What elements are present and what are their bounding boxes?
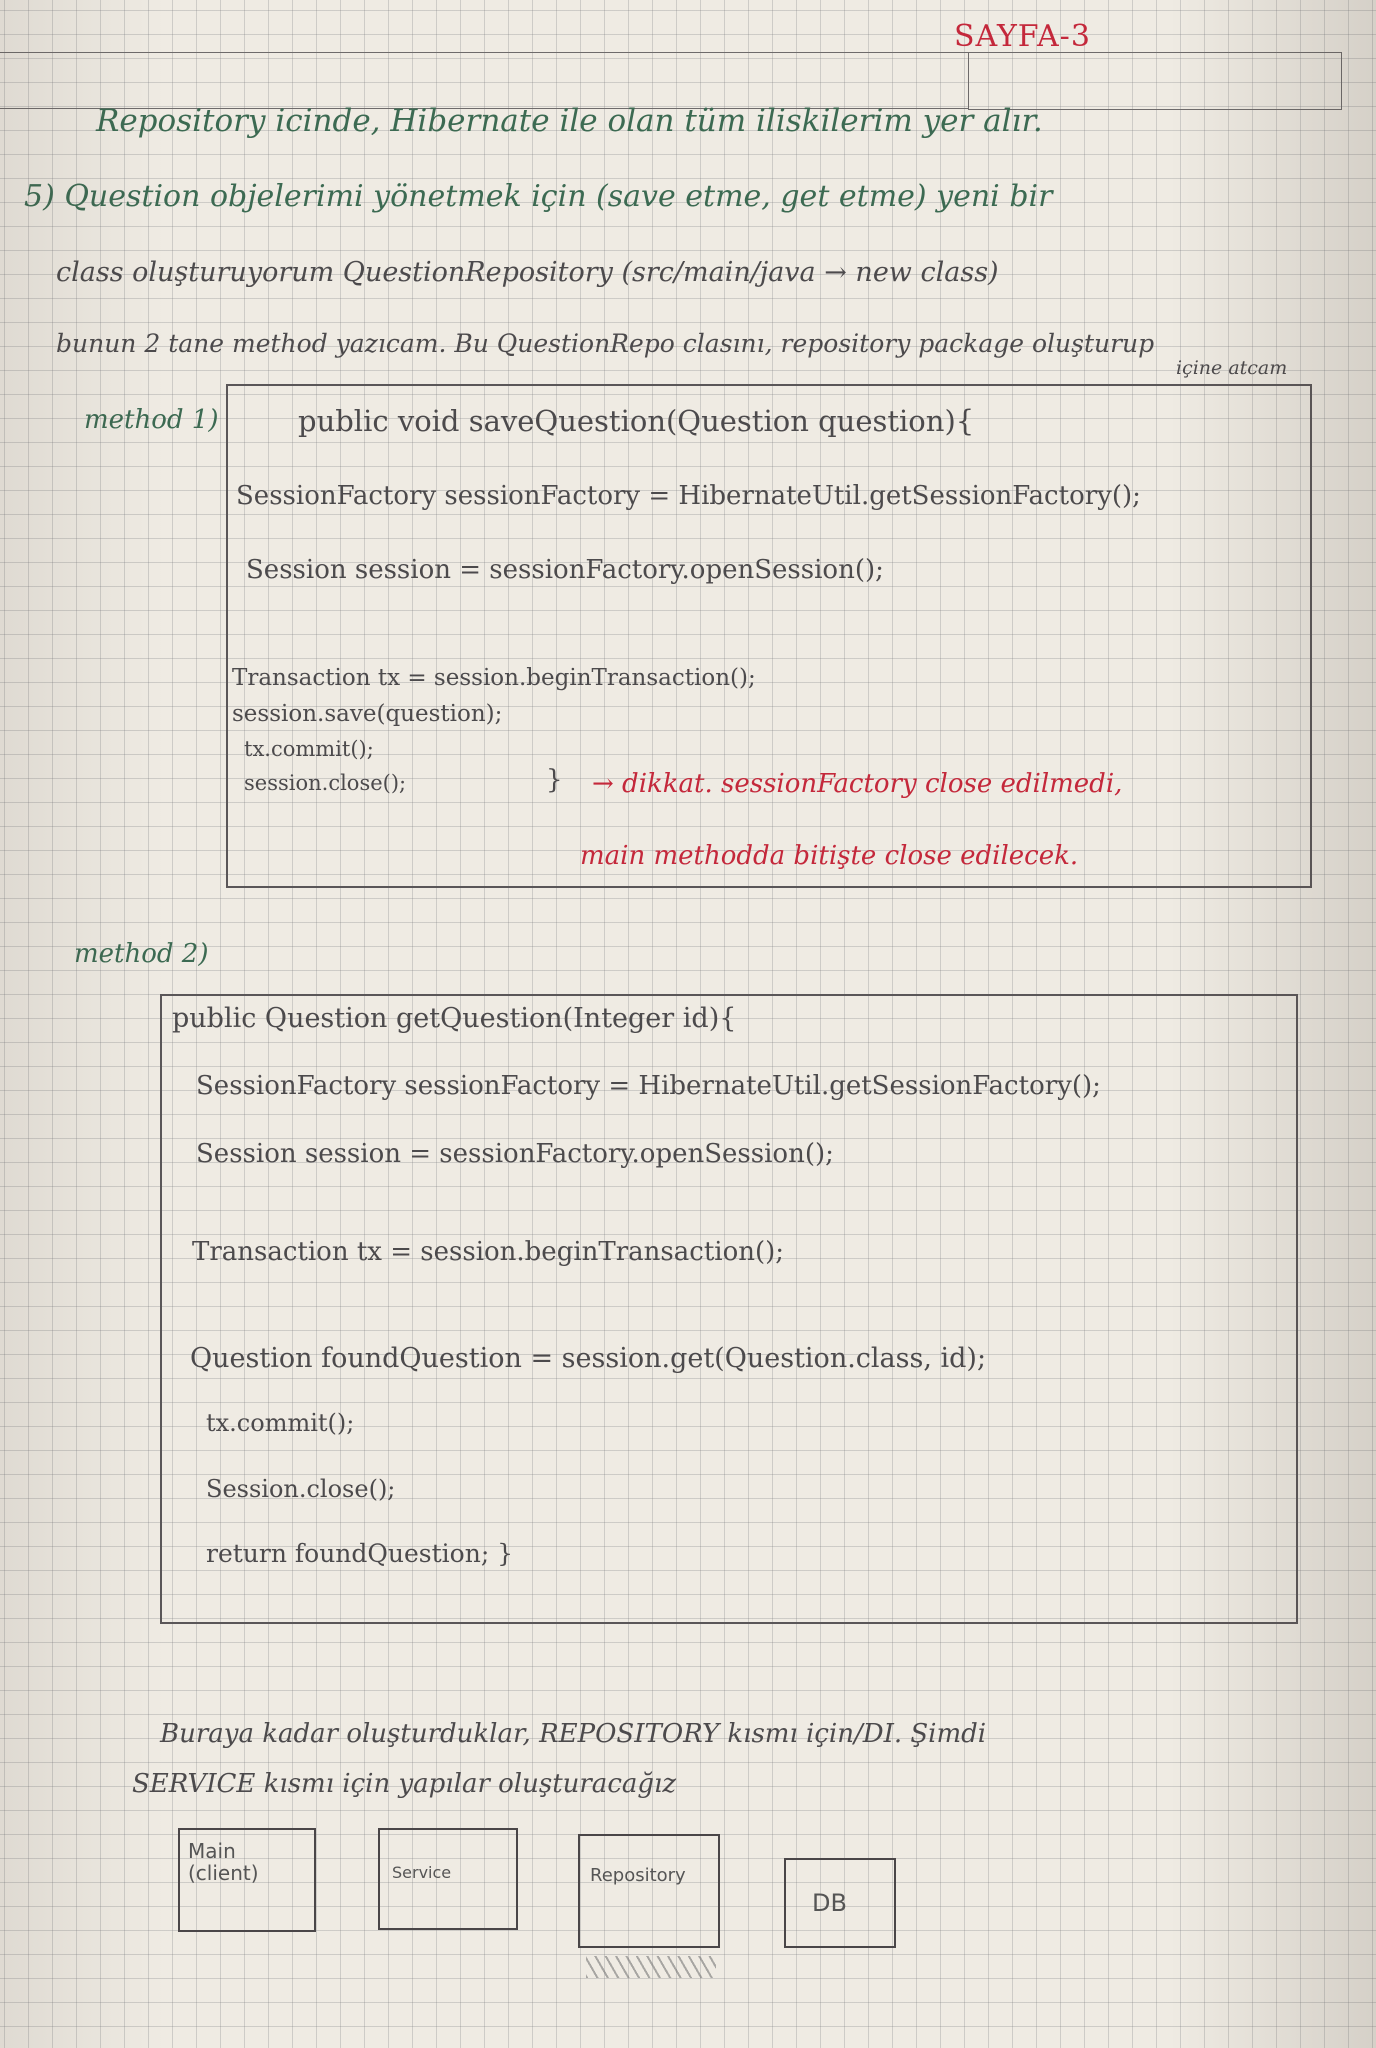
diagram-label-main: Main (client) xyxy=(188,1839,259,1885)
intro-line-3: bunun 2 tane method yazıcam. Bu Question… xyxy=(56,329,1155,358)
diagram-label-db: DB xyxy=(812,1889,847,1917)
method2-code-commit: tx.commit(); xyxy=(206,1409,355,1437)
diagram-box-service xyxy=(378,1828,518,1930)
method1-code-save: session.save(question); xyxy=(232,701,503,727)
header-rule-bottom xyxy=(0,108,968,109)
intro-line-1: 5) Question objelerimi yönetmek için (sa… xyxy=(24,179,1053,214)
method1-code-transaction: Transaction tx = session.beginTransactio… xyxy=(232,665,756,691)
method1-code-open-session: Session session = sessionFactory.openSes… xyxy=(246,555,884,585)
method1-code-box xyxy=(226,384,1312,888)
method2-code-box xyxy=(160,994,1298,1624)
method2-code-return: return foundQuestion; } xyxy=(206,1539,514,1568)
method1-code-session-factory: SessionFactory sessionFactory = Hibernat… xyxy=(236,481,1141,511)
diagram-scribble xyxy=(586,1956,716,1978)
method1-code-close: session.close(); xyxy=(244,771,407,795)
intro-line-2: class oluşturuyorum QuestionRepository (… xyxy=(56,257,999,288)
diagram-box-repository xyxy=(578,1834,720,1948)
method2-code-close: Session.close(); xyxy=(206,1475,396,1503)
method2-code-session-factory: SessionFactory sessionFactory = Hibernat… xyxy=(196,1071,1101,1101)
method1-note-2: main methodda bitişte close edilecek. xyxy=(580,841,1079,871)
summary-line-1: Buraya kadar oluşturduklar, REPOSITORY k… xyxy=(160,1719,987,1749)
method2-code-transaction: Transaction tx = session.beginTransactio… xyxy=(192,1237,785,1267)
diagram-label-repository: Repository xyxy=(590,1865,686,1886)
method2-code-get: Question foundQuestion = session.get(Que… xyxy=(190,1343,987,1374)
method1-note-1: → dikkat. sessionFactory close edilmedi, xyxy=(592,769,1123,799)
diagram-box-main xyxy=(178,1828,316,1932)
diagram-box-db xyxy=(784,1858,896,1948)
method1-code-signature: public void saveQuestion(Question questi… xyxy=(298,404,975,438)
summary-line-2: SERVICE kısmı için yapılar oluşturacağız xyxy=(132,1769,677,1799)
method1-label: method 1) xyxy=(84,405,219,435)
method1-closing-brace: } xyxy=(546,765,563,795)
intro-line-3-note: içine atcam xyxy=(1176,357,1288,379)
method2-label: method 2) xyxy=(74,939,209,969)
diagram-label-service: Service xyxy=(392,1863,452,1882)
page-number: SAYFA-3 xyxy=(954,19,1091,54)
header-box xyxy=(968,52,1342,110)
method2-code-open-session: Session session = sessionFactory.openSes… xyxy=(196,1139,834,1169)
header-rule-top xyxy=(0,52,968,53)
method2-code-signature: public Question getQuestion(Integer id){ xyxy=(172,1003,737,1034)
heading-text: Repository icinde, Hibernate ile olan tü… xyxy=(96,103,1043,139)
method1-code-commit: tx.commit(); xyxy=(244,737,374,761)
